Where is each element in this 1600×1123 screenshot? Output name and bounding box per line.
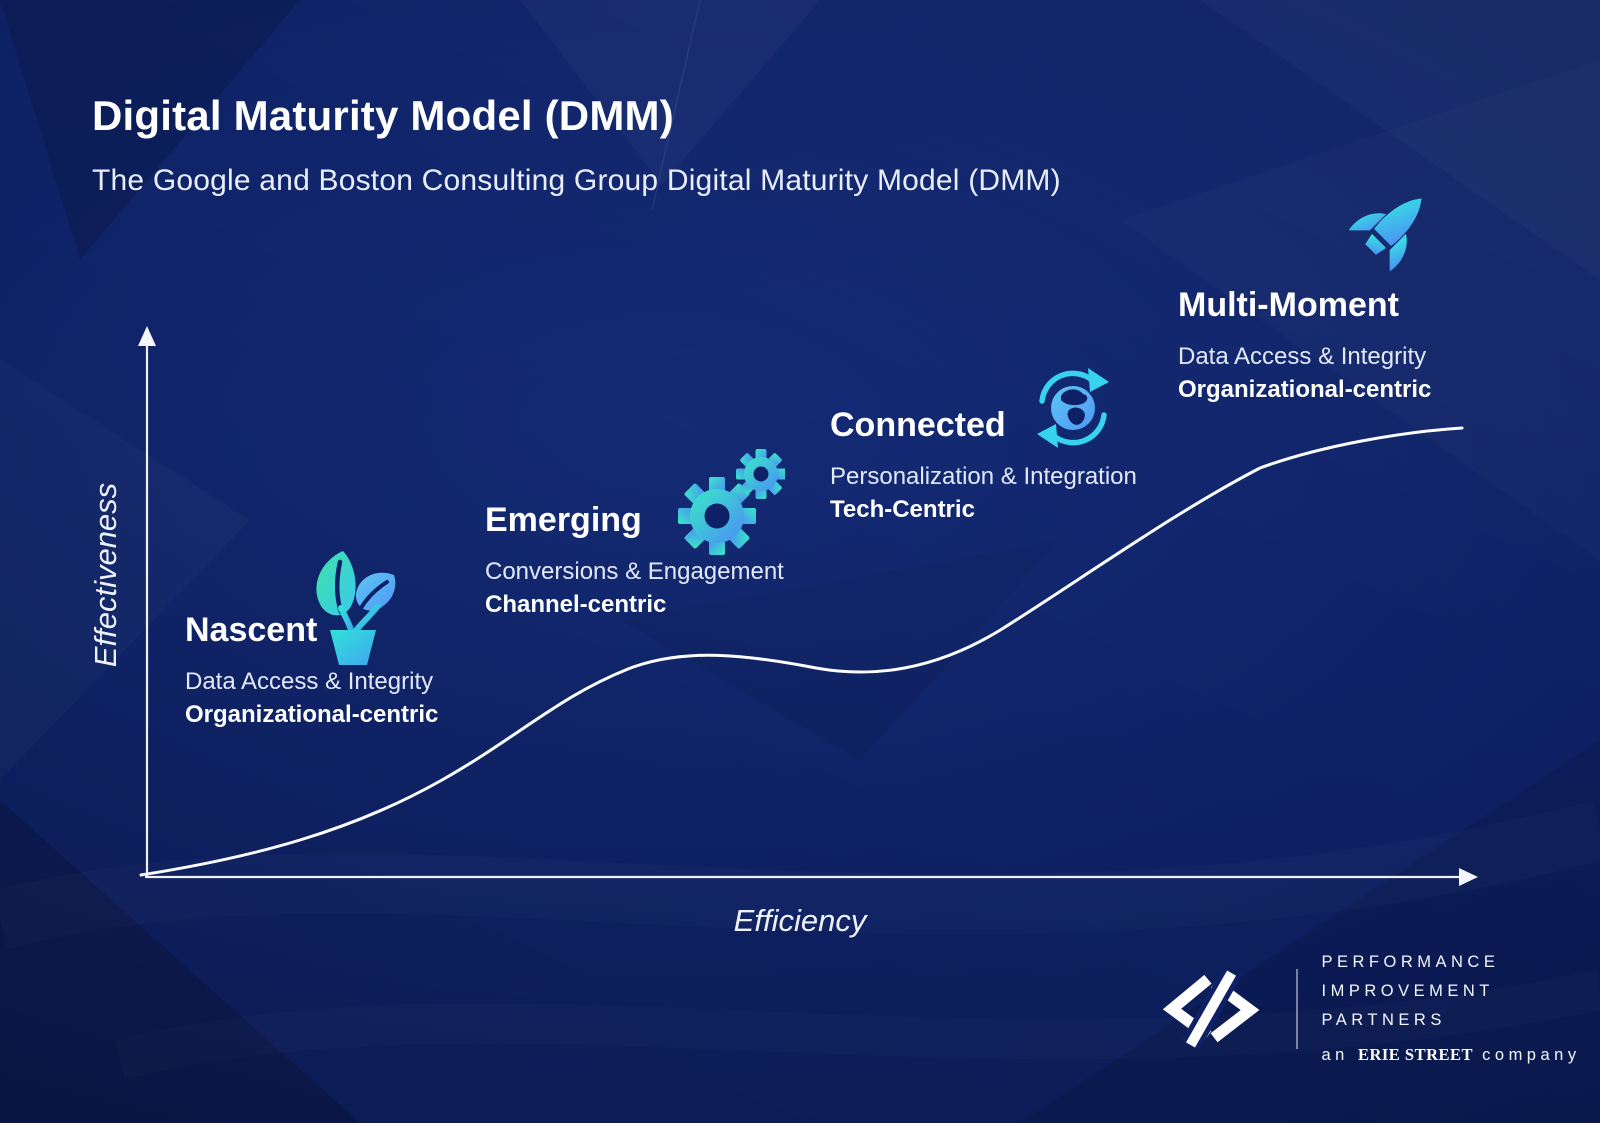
stage-nascent-focus: Data Access & Integrity [185,668,434,695]
stage-connected: Connected Personalization & Integration … [830,405,1137,526]
logo-line-partners: PARTNERS [1321,1011,1446,1029]
pip-infinity-logo-icon [1162,970,1260,1048]
sync-globe-icon [1037,368,1109,448]
gears-icon [678,449,785,555]
logo-line-performance: PERFORMANCE [1321,953,1500,971]
tagline-suffix: company [1482,1046,1581,1064]
stage-nascent-orientation: Organizational-centric [185,701,439,728]
y-axis-label: Effectiveness [88,482,123,668]
x-axis-label: Efficiency [733,903,867,938]
stage-multi-moment-focus: Data Access & Integrity [1178,343,1427,370]
logo-tagline: an ERIE STREET company [1322,1040,1581,1070]
header: Digital Maturity Model (DMM) The Google … [92,92,1061,198]
page-title: Digital Maturity Model (DMM) [92,92,674,139]
y-axis-arrow-icon [138,326,156,346]
stage-multi-moment-orientation: Organizational-centric [1178,376,1432,403]
stage-nascent: Nascent Data Access & Integrity Organiza… [185,610,438,731]
stage-connected-orientation: Tech-Centric [830,496,975,523]
stage-emerging-title: Emerging [485,501,642,539]
stage-emerging: Emerging Conversions & Engagement Channe… [485,500,784,621]
stage-multi-moment: Multi-Moment Data Access & Integrity Org… [1178,285,1431,406]
stage-nascent-title: Nascent [185,611,318,649]
logo-text: PERFORMANCE IMPROVEMENT PARTNERS an ERIE… [1322,948,1581,1070]
seedling-icon [316,551,396,665]
stage-multi-moment-title: Multi-Moment [1178,286,1399,324]
logo-line-improvement: IMPROVEMENT [1321,982,1494,1000]
x-axis-arrow-icon [1459,868,1478,886]
stage-connected-title: Connected [830,406,1006,444]
rocket-icon [1348,198,1422,272]
tagline-prefix: an [1321,1046,1349,1064]
page-subtitle: The Google and Boston Consulting Group D… [92,164,1061,197]
logo-divider [1296,969,1298,1049]
tagline-brand: ERIE STREET [1357,1045,1474,1064]
stage-emerging-orientation: Channel-centric [485,591,667,618]
stage-emerging-focus: Conversions & Engagement [485,558,784,585]
stage-connected-focus: Personalization & Integration [830,463,1137,490]
company-logo: PERFORMANCE IMPROVEMENT PARTNERS an ERIE… [1150,948,1581,1070]
